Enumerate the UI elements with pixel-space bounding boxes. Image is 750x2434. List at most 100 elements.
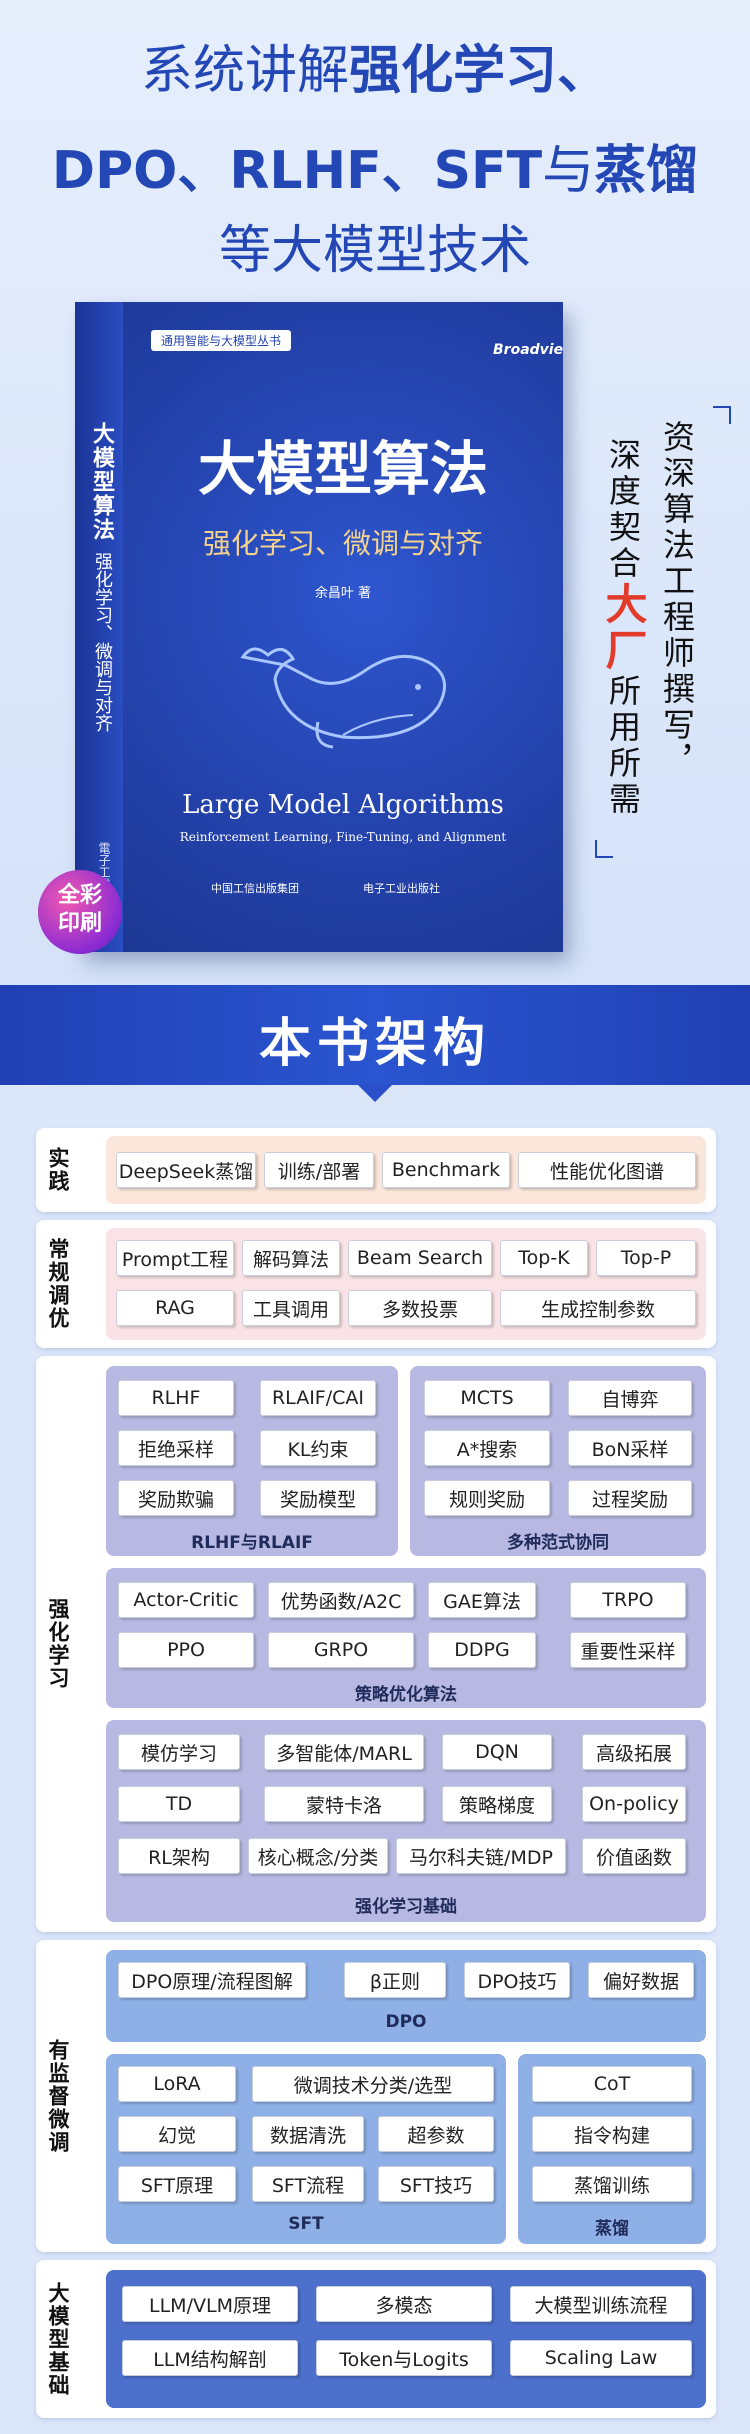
chip-advanced: 高级拓展 [582, 1734, 686, 1770]
panel-title-dpo: DPO [385, 2012, 427, 2032]
slogan-text-a: 深度契合 [604, 438, 642, 582]
chip-llm-structure: LLM结构解剖 [122, 2340, 298, 2376]
headline-normal-text: 系统讲解 [140, 41, 349, 101]
spine-title: 大模型算法 [89, 422, 114, 542]
chip-decoding: 解码算法 [242, 1240, 340, 1276]
architecture-title: 本书架构 [258, 1014, 491, 1074]
chip-imitation: 模仿学习 [118, 1734, 240, 1770]
section-label-rl: 强化学习 [46, 1598, 70, 1690]
chip-rlaif: RLAIF/CAI [260, 1380, 376, 1416]
banner-notch [358, 1085, 392, 1102]
headline-line-2: DPO、RLHF、SFT与蒸馏 [0, 138, 750, 204]
panel-rl-basics: 模仿学习 多智能体/MARL DQN 高级拓展 TD 蒙特卡洛 策略梯度 On-… [106, 1720, 706, 1922]
chip-a2c: 优势函数/A2C [268, 1582, 414, 1618]
panel-rlhf: RLHF RLAIF/CAI 拒绝采样 KL约束 奖励欺骗 奖励模型 RLHF与… [106, 1366, 398, 1556]
chip-prompt: Prompt工程 [116, 1240, 234, 1276]
panel-dpo: DPO原理/流程图解 β正则 DPO技巧 偏好数据 DPO [106, 1950, 706, 2042]
chip-reward-hacking: 奖励欺骗 [118, 1480, 234, 1516]
chip-hyperparams: 超参数 [378, 2116, 494, 2152]
chip-rlhf: RLHF [118, 1380, 234, 1416]
chip-importance-sampling: 重要性采样 [570, 1632, 686, 1668]
chip-tool-call: 工具调用 [242, 1290, 340, 1326]
cover-author: 余昌叶 著 [314, 586, 372, 601]
chip-cot: CoT [532, 2066, 692, 2102]
chip-actor-critic: Actor-Critic [118, 1582, 254, 1618]
panel-distill: CoT 指令构建 蒸馏训练 蒸馏 [518, 2054, 706, 2244]
series-tag: 通用智能与大模型丛书 [151, 330, 292, 351]
cover-title: 大模型算法 [197, 435, 488, 503]
bracket-bottom-left-icon [595, 840, 613, 858]
chip-train-pipeline: 大模型训练流程 [510, 2286, 692, 2322]
section-label-practice: 实践 [46, 1147, 70, 1193]
chip-marl: 多智能体/MARL [264, 1734, 424, 1770]
cover-title-en: Large Model Algorithms [182, 790, 504, 820]
panel-multi-paradigm: MCTS 自博弈 A*搜索 BoN采样 规则奖励 过程奖励 多种范式协同 [410, 1366, 706, 1556]
chip-top-p: Top-P [596, 1240, 696, 1276]
cover-subtitle-en: Reinforcement Learning, Fine-Tuning, and… [179, 830, 507, 844]
chip-scaling-law: Scaling Law [510, 2340, 692, 2376]
chip-td: TD [118, 1786, 240, 1822]
spine-subtitle: 强化学习、微调与对齐 [92, 552, 113, 732]
chip-trpo: TRPO [570, 1582, 686, 1618]
chip-beta-reg: β正则 [344, 1962, 446, 1998]
section-practice: 实践 DeepSeek蒸馏 训练/部署 Benchmark 性能优化图谱 [36, 1128, 716, 1212]
panel-title-policy: 策略优化算法 [355, 1685, 457, 1705]
chip-core-concepts: 核心概念/分类 [248, 1838, 388, 1874]
badge-line-1: 全彩 [57, 883, 102, 908]
chip-instruction-build: 指令构建 [532, 2116, 692, 2152]
chip-hallucination: 幻觉 [118, 2116, 236, 2152]
chip-benchmark: Benchmark [382, 1152, 510, 1188]
chip-dpo-principle: DPO原理/流程图解 [118, 1962, 306, 1998]
chip-rag: RAG [116, 1290, 234, 1326]
chip-train-deploy: 训练/部署 [264, 1152, 374, 1188]
panel-sft: LoRA 微调技术分类/选型 幻觉 数据清洗 超参数 SFT原理 SFT流程 S… [106, 2054, 506, 2244]
panel-policy-opt: Actor-Critic 优势函数/A2C GAE算法 TRPO PPO GRP… [106, 1568, 706, 1708]
book-spine: 大模型算法 强化学习、微调与对齐 電子工業出版社 [75, 302, 123, 952]
hero-section: 系统讲解强化学习、 DPO、RLHF、SFT与蒸馏 等大模型技术 大模型算法 强… [0, 0, 750, 985]
panel-title-distill: 蒸馏 [595, 2219, 629, 2239]
bracket-top-right-icon [713, 406, 731, 424]
chip-gen-params: 生成控制参数 [500, 1290, 696, 1326]
chip-monte-carlo: 蒙特卡洛 [264, 1786, 424, 1822]
slogan-column-1: 资深算法工程师撰写， [658, 420, 696, 780]
chip-self-play: 自博弈 [568, 1380, 692, 1416]
chip-distill-train: 蒸馏训练 [532, 2166, 692, 2202]
chip-gae: GAE算法 [428, 1582, 536, 1618]
publisher-group-logo: 中国工信出版集团 [211, 882, 299, 895]
chip-sft-principle: SFT原理 [118, 2166, 236, 2202]
chip-mdp: 马尔科夫链/MDP [396, 1838, 566, 1874]
section-base: 大模型基础 LLM/VLM原理 多模态 大模型训练流程 LLM结构解剖 Toke… [36, 2260, 716, 2418]
broadview-logo: Broadview [493, 342, 563, 358]
badge-line-2: 印刷 [57, 911, 102, 936]
chip-finetune-types: 微调技术分类/选型 [252, 2066, 494, 2102]
section-label-supervised: 有监督微调 [46, 2038, 70, 2154]
chip-beam-search: Beam Search [348, 1240, 492, 1276]
section-rl: 强化学习 RLHF RLAIF/CAI 拒绝采样 KL约束 奖励欺骗 奖励模型 … [36, 1356, 716, 1932]
chip-ddpg: DDPG [428, 1632, 536, 1668]
chip-sft-flow: SFT流程 [252, 2166, 364, 2202]
headline-line-1: 系统讲解强化学习、 [0, 38, 750, 104]
slogan-highlight: 大厂 [599, 582, 648, 674]
chip-on-policy: On-policy [582, 1786, 686, 1822]
chip-rl-arch: RL架构 [118, 1838, 240, 1874]
chip-a-star: A*搜索 [424, 1430, 550, 1466]
panel-title-sft: SFT [288, 2214, 324, 2234]
chip-policy-gradient: 策略梯度 [442, 1786, 552, 1822]
section-label-regular: 常规调优 [46, 1238, 70, 1330]
headline-keyword-distill: 蒸馏 [594, 141, 699, 201]
panel-title-rlhf: RLHF与RLAIF [191, 1533, 313, 1553]
chip-lora: LoRA [118, 2066, 236, 2102]
panel-title-basics: 强化学习基础 [355, 1897, 457, 1917]
headline-line-3: 等大模型技术 [218, 221, 531, 281]
slogan: 资深算法工程师撰写， 深度契合大厂所用所需 [595, 406, 745, 860]
chip-multimodal: 多模态 [316, 2286, 492, 2322]
chip-llm-vlm: LLM/VLM原理 [122, 2286, 298, 2322]
chip-kl-constraint: KL约束 [260, 1430, 376, 1466]
slogan-text-b: 所用所需 [604, 674, 642, 818]
section-label-base: 大模型基础 [46, 2281, 70, 2397]
panel-title-multi: 多种范式协同 [507, 1533, 609, 1553]
chip-sft-tips: SFT技巧 [378, 2166, 494, 2202]
chip-majority-vote: 多数投票 [348, 1290, 492, 1326]
chip-preference-data: 偏好数据 [588, 1962, 694, 1998]
chip-rule-reward: 规则奖励 [424, 1480, 550, 1516]
